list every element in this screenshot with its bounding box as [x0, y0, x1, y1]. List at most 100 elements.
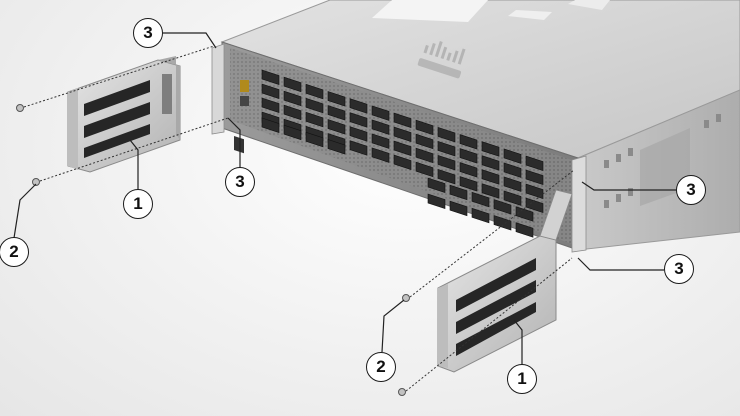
transceiver-port — [427, 193, 446, 209]
transceiver-port — [349, 126, 368, 142]
callout-label: 1 — [517, 369, 527, 388]
transceiver-port — [415, 161, 434, 178]
callout-2-left-screws: 2 — [0, 237, 29, 267]
transceiver-port — [393, 112, 412, 128]
transceiver-port — [327, 105, 346, 121]
transceiver-port — [503, 162, 522, 178]
front-right-flange — [571, 155, 587, 253]
transceiver-port — [305, 97, 324, 114]
transceiver-port — [305, 131, 324, 148]
callout-label: 3 — [143, 23, 153, 42]
transceiver-port — [349, 140, 368, 156]
callout-3-right-upper: 3 — [676, 175, 706, 205]
callout-label: 2 — [376, 357, 386, 376]
transceiver-port — [393, 126, 412, 142]
callout-2-right-screws: 2 — [366, 352, 396, 382]
transceiver-port — [327, 139, 346, 155]
cisco-logo-icon — [417, 41, 466, 79]
transceiver-port — [283, 90, 302, 107]
transceiver-port — [481, 141, 500, 157]
transceiver-port — [283, 124, 302, 141]
transceiver-port — [459, 134, 478, 150]
transceiver-port — [283, 76, 302, 93]
transceiver-port — [515, 222, 534, 238]
alignment-lines — [23, 45, 575, 392]
transceiver-port — [449, 184, 468, 201]
transceiver-port — [349, 112, 368, 128]
transceiver-port — [371, 105, 390, 121]
front-left-flange — [211, 43, 225, 135]
transceiver-port — [503, 148, 522, 164]
callout-3-front-left: 3 — [225, 167, 255, 197]
callout-label: 3 — [235, 172, 245, 191]
transceiver-port — [525, 169, 544, 186]
transceiver-port — [327, 119, 346, 135]
transceiver-port — [427, 177, 446, 193]
transceiver-port — [481, 183, 500, 199]
transceiver-port — [415, 147, 434, 164]
rack-mount-bracket-left — [67, 56, 181, 173]
transceiver-port — [493, 215, 512, 231]
transceiver-port — [283, 104, 302, 121]
transceiver-port — [471, 191, 490, 208]
callout-1-left-bracket: 1 — [123, 189, 153, 219]
transceiver-port — [459, 176, 478, 192]
callout-3-top-left: 3 — [133, 18, 163, 48]
transceiver-port — [261, 83, 280, 99]
transceiver-port — [437, 154, 456, 171]
callout-1-right-bracket: 1 — [507, 364, 537, 394]
transceiver-port — [415, 119, 434, 136]
callout-3-right-lower: 3 — [664, 254, 694, 284]
transceiver-port — [471, 207, 490, 224]
transceiver-port — [415, 133, 434, 150]
bracket-slot — [456, 258, 536, 312]
transceiver-ports — [261, 69, 544, 238]
bracket-slot — [84, 102, 150, 138]
transceiver-port — [305, 111, 324, 128]
transceiver-port — [481, 169, 500, 185]
callout-label: 3 — [674, 259, 684, 278]
transceiver-port — [515, 206, 534, 222]
callout-label: 3 — [686, 180, 696, 199]
transceiver-port — [305, 83, 324, 100]
transceiver-port — [261, 97, 280, 113]
transceiver-port — [503, 190, 522, 206]
top-label-2 — [508, 10, 552, 20]
transceiver-port — [459, 162, 478, 178]
transceiver-port — [261, 69, 280, 85]
transceiver-port — [371, 147, 390, 163]
callout-label: 1 — [133, 194, 143, 213]
callout-label: 2 — [9, 242, 19, 261]
transceiver-port — [525, 183, 544, 200]
screw-icon — [16, 104, 410, 396]
transceiver-port — [503, 176, 522, 192]
bracket-slot — [84, 80, 150, 116]
transceiver-port — [449, 200, 468, 217]
transceiver-port — [393, 154, 412, 170]
transceiver-port — [493, 199, 512, 215]
switch-chassis — [211, 0, 740, 253]
transceiver-port — [393, 140, 412, 156]
transceiver-port — [437, 140, 456, 157]
transceiver-port — [327, 91, 346, 107]
rack-mount-bracket-right — [437, 189, 573, 373]
bracket-slot — [456, 280, 536, 334]
transceiver-port — [371, 119, 390, 135]
top-label-1 — [372, 0, 488, 22]
transceiver-port — [261, 117, 280, 133]
side-vents — [604, 114, 721, 208]
bracket-slot — [84, 124, 150, 158]
transceiver-port — [525, 155, 544, 172]
management-ports — [234, 80, 249, 154]
transceiver-port — [437, 168, 456, 185]
callout-leaders — [13, 32, 676, 364]
bracket-slot — [456, 302, 536, 356]
transceiver-port — [349, 98, 368, 114]
transceiver-port — [371, 133, 390, 149]
transceiver-port — [437, 126, 456, 143]
transceiver-port — [481, 155, 500, 171]
transceiver-port — [525, 197, 544, 214]
top-label-3 — [568, 0, 610, 10]
